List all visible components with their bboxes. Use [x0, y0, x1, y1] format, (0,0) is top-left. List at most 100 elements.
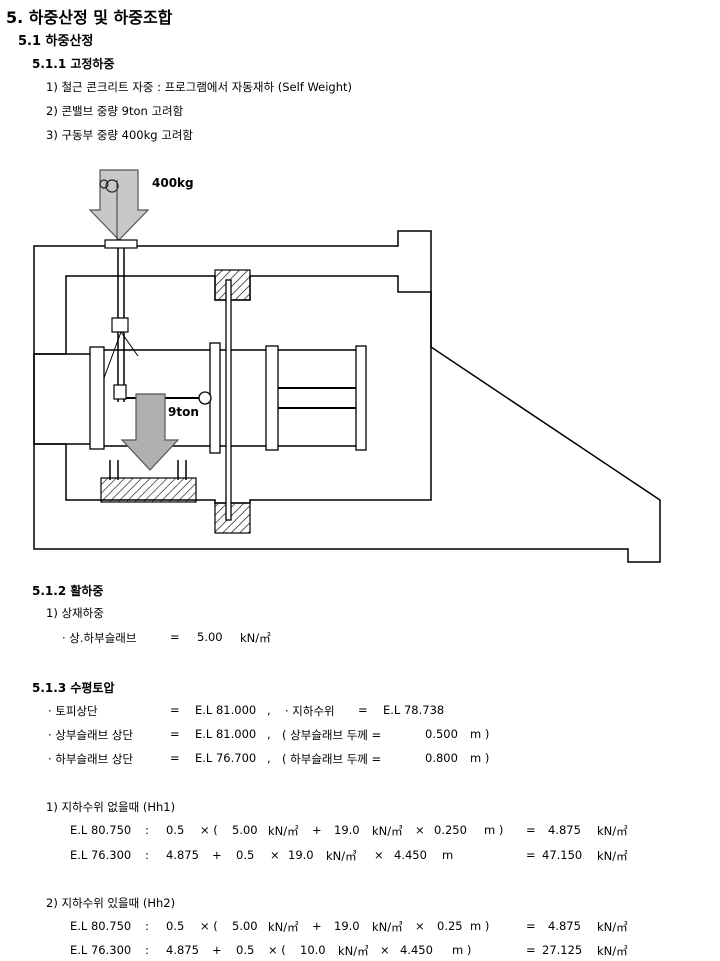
earth-row-label-2: · 지하수위 [285, 704, 335, 718]
dead-load-item-3: 3) 구동부 중량 400kg 고려함 [46, 128, 193, 142]
case2-r2-colon: : [145, 943, 149, 957]
case1-r2-result-unit: kN/㎡ [597, 849, 628, 863]
dead-load-item-1: 1) 철근 콘크리트 자중 : 프로그램에서 자동재하 (Self Weight… [46, 80, 353, 94]
case2-r1-result-unit: kN/㎡ [597, 920, 628, 934]
case2-r1-q-unit: kN/㎡ [268, 920, 299, 934]
earth-row-label: · 상부슬래브 상단 [48, 728, 134, 742]
case2-r2-gamma: 10.0 [300, 943, 326, 957]
case1-r1-eq: = [526, 823, 536, 837]
earth-row-label: · 토피상단 [48, 704, 98, 718]
earth-row-label-2: ( 상부슬래브 두께 = [282, 728, 382, 742]
case1-r2-result: 47.150 [542, 848, 583, 862]
case2-r2-result: 27.125 [542, 943, 583, 957]
case1-r2-plus: + [212, 848, 222, 862]
load-label-9ton: 9ton [168, 405, 199, 419]
case2-title: 2) 지하수위 있을때 (Hh2) [46, 896, 176, 910]
case1-r1-el: E.L 80.750 [70, 823, 132, 837]
concrete-outer-outline [33, 230, 661, 563]
case1-r1-q-unit: kN/㎡ [268, 824, 299, 838]
case1-r1-result: 4.875 [548, 823, 581, 837]
earth-row-sep: , [267, 727, 271, 741]
earth-row-eq-2: = [358, 703, 368, 717]
case1-r2-prev: 4.875 [166, 848, 199, 862]
earth-row-value-2: 0.500 [425, 727, 458, 741]
load-arrow-9ton [120, 393, 180, 471]
case2-r1-el: E.L 80.750 [70, 919, 132, 933]
subsection-title: 5.1 하중산정 [18, 34, 94, 49]
case1-r1-colon: : [145, 823, 149, 837]
case1-r1-q: 5.00 [232, 823, 258, 837]
live-load-unit: kN/㎡ [240, 631, 271, 645]
case1-r1-depth-unit: m ) [484, 823, 504, 837]
case2-r1-eq: = [526, 919, 536, 933]
earth-row-eq: = [170, 751, 180, 765]
earth-row-value: E.L 81.000 [195, 703, 257, 717]
earth-row-value-2: 0.800 [425, 751, 458, 765]
case2-r2-depth: 4.450 [400, 943, 433, 957]
live-load-label: · 상.하부슬래브 [62, 631, 137, 645]
dead-load-item-2: 2) 콘밸브 중량 9ton 고려함 [46, 104, 184, 118]
earth-row-sep: , [267, 703, 271, 717]
heading-live-load: 5.1.2 활하중 [32, 584, 104, 598]
live-load-value: 5.00 [197, 630, 223, 644]
earth-row-value-2: E.L 78.738 [383, 703, 445, 717]
case2-r2-times: × [380, 943, 390, 957]
case2-r1-colon: : [145, 919, 149, 933]
earth-row-sep: , [267, 751, 271, 765]
case2-r2-el: E.L 76.300 [70, 943, 132, 957]
heading-lateral-earth-pressure: 5.1.3 수평토압 [32, 681, 115, 695]
case1-r1-gamma-unit: kN/㎥ [372, 824, 403, 838]
case2-r2-eq: = [526, 943, 536, 957]
case1-r2-colon: : [145, 848, 149, 862]
case2-r1-result: 4.875 [548, 919, 581, 933]
case1-r2-times-2: × [374, 848, 384, 862]
hatched-block-top [214, 269, 251, 301]
case1-r2-eq: = [526, 848, 536, 862]
section-title: 5. 하중산정 및 하중조합 [6, 8, 173, 27]
case2-r2-prev: 4.875 [166, 943, 199, 957]
case2-r2-gamma-unit: kN/㎥ [338, 944, 369, 958]
case1-r1-times: × [415, 823, 425, 837]
case1-r1-depth: 0.250 [434, 823, 467, 837]
case1-r2-el: E.L 76.300 [70, 848, 132, 862]
case2-r1-q: 5.00 [232, 919, 258, 933]
case2-r1-gamma-unit: kN/㎥ [372, 920, 403, 934]
case1-r1-coef: 0.5 [166, 823, 185, 837]
case1-r2-times: × [270, 848, 280, 862]
case2-r1-op: × ( [200, 919, 218, 933]
case2-r1-depth: 0.25 [437, 919, 463, 933]
earth-row-unit: m ) [470, 727, 490, 741]
case2-r1-coef: 0.5 [166, 919, 185, 933]
case2-r2-depth-unit: m ) [452, 943, 472, 957]
earth-row-label-2: ( 하부슬래브 두께 = [282, 752, 382, 766]
case1-r1-op: × ( [200, 823, 218, 837]
earth-row-unit: m ) [470, 751, 490, 765]
case2-r2-plus: + [212, 943, 222, 957]
case2-r1-plus: + [312, 919, 322, 933]
load-arrow-400kg [88, 169, 150, 241]
case2-r1-depth-unit: m ) [470, 919, 490, 933]
case2-r2-result-unit: kN/㎡ [597, 944, 628, 958]
case1-title: 1) 지하수위 없을때 (Hh1) [46, 800, 176, 814]
load-label-400kg: 400kg [152, 176, 194, 190]
case1-r2-gamma: 19.0 [288, 848, 314, 862]
case2-r1-times: × [415, 919, 425, 933]
case1-r2-depth-unit: m [442, 848, 454, 862]
case1-r1-gamma: 19.0 [334, 823, 360, 837]
case1-r1-plus: + [312, 823, 322, 837]
earth-row-label: · 하부슬래브 상단 [48, 752, 134, 766]
case2-r2-coef: 0.5 [236, 943, 255, 957]
earth-row-eq: = [170, 703, 180, 717]
earth-row-eq: = [170, 727, 180, 741]
earth-row-value: E.L 81.000 [195, 727, 257, 741]
hatched-pedestal [100, 477, 197, 503]
case2-r2-op: × ( [268, 943, 286, 957]
case1-r2-coef: 0.5 [236, 848, 255, 862]
case1-r1-result-unit: kN/㎡ [597, 824, 628, 838]
live-load-eq: = [170, 630, 180, 644]
live-load-item-1: 1) 상재하중 [46, 606, 104, 620]
hatched-block-bottom [214, 502, 251, 534]
case1-r2-gamma-unit: kN/㎥ [326, 849, 357, 863]
heading-dead-load: 5.1.1 고정하중 [32, 57, 115, 71]
